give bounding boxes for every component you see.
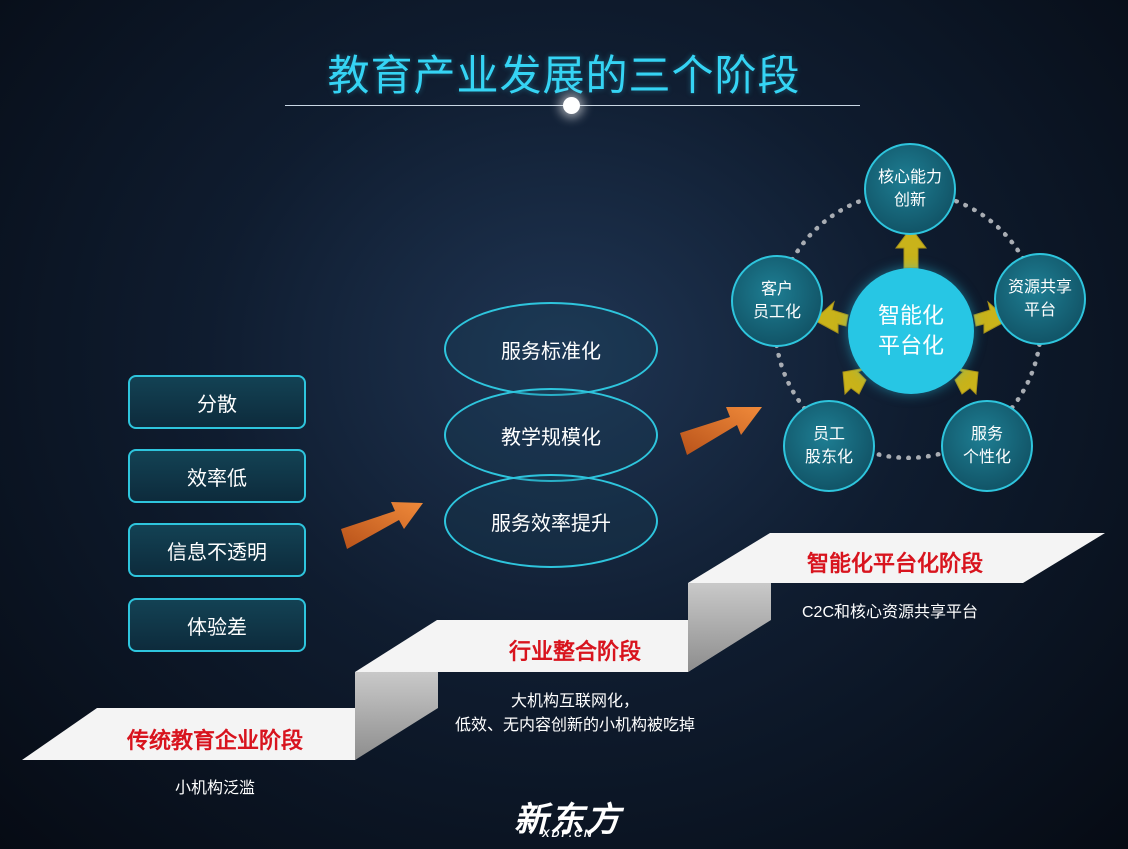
satellite-customer-employee: 客户 员工化	[731, 255, 823, 347]
stage-3-desc: C2C和核心资源共享平台	[801, 604, 978, 621]
step-2-side	[688, 583, 771, 672]
satellite-line: 平台	[1023, 302, 1056, 319]
satellite-line: 个性化	[962, 449, 1011, 466]
satellite-line: 客户	[760, 281, 793, 298]
satellite-line: 员工	[812, 426, 845, 443]
step-2-top	[355, 620, 770, 672]
stage-1-desc: 小机构泛滥	[174, 780, 255, 797]
process-oval-standardize: 服务标准化	[444, 302, 658, 396]
satellite-line: 服务	[970, 426, 1003, 443]
satellite-line: 员工化	[752, 304, 801, 321]
problem-box-opaque-info: 信息不透明	[128, 523, 306, 577]
stage-2-desc-line-2: 低效、无内容创新的小机构被吃掉	[454, 717, 695, 734]
satellite-core-ability: 核心能力 创新	[864, 143, 956, 235]
problem-box-poor-experience: 体验差	[128, 598, 306, 652]
stage-2-label: 行业整合阶段	[508, 639, 641, 664]
satellite-line: 核心能力	[877, 169, 942, 186]
problem-box-scattered: 分散	[128, 375, 306, 429]
title-glow-dot	[563, 97, 580, 114]
step-3-top	[688, 533, 1105, 583]
process-oval-efficiency: 服务效率提升	[444, 474, 658, 568]
satellite-resource-sharing: 资源共享 平台	[994, 253, 1086, 345]
step-1-side	[355, 672, 438, 760]
stage-2-desc-line-1: 大机构互联网化，	[510, 693, 639, 710]
satellite-line: 创新	[893, 192, 926, 209]
page-title: 教育产业发展的三个阶段	[327, 52, 801, 99]
satellite-employee-shareholder: 员工 股东化	[783, 400, 875, 492]
satellite-line: 股东化	[804, 449, 853, 466]
center-line-2: 平台化	[877, 333, 944, 358]
step-1-top	[22, 708, 430, 760]
process-oval-scale: 教学规模化	[444, 388, 658, 482]
stage-1-label: 传统教育企业阶段	[126, 728, 303, 753]
stage-3-label: 智能化平台化阶段	[806, 551, 983, 576]
orange-arrow-2	[680, 407, 762, 455]
brand-logo-url: XDF.CN	[542, 828, 594, 840]
platform-center-circle: 智能化 平台化	[848, 268, 974, 394]
problem-box-low-efficiency: 效率低	[128, 449, 306, 503]
satellite-service-personalize: 服务 个性化	[941, 400, 1033, 492]
satellite-line: 资源共享	[1007, 279, 1072, 296]
stage-2-desc: 大机构互联网化， 低效、无内容创新的小机构被吃掉	[415, 690, 735, 738]
brand-logo: 新东方	[514, 801, 622, 839]
center-line-1: 智能化	[877, 303, 944, 328]
orange-arrow-1	[341, 502, 423, 549]
